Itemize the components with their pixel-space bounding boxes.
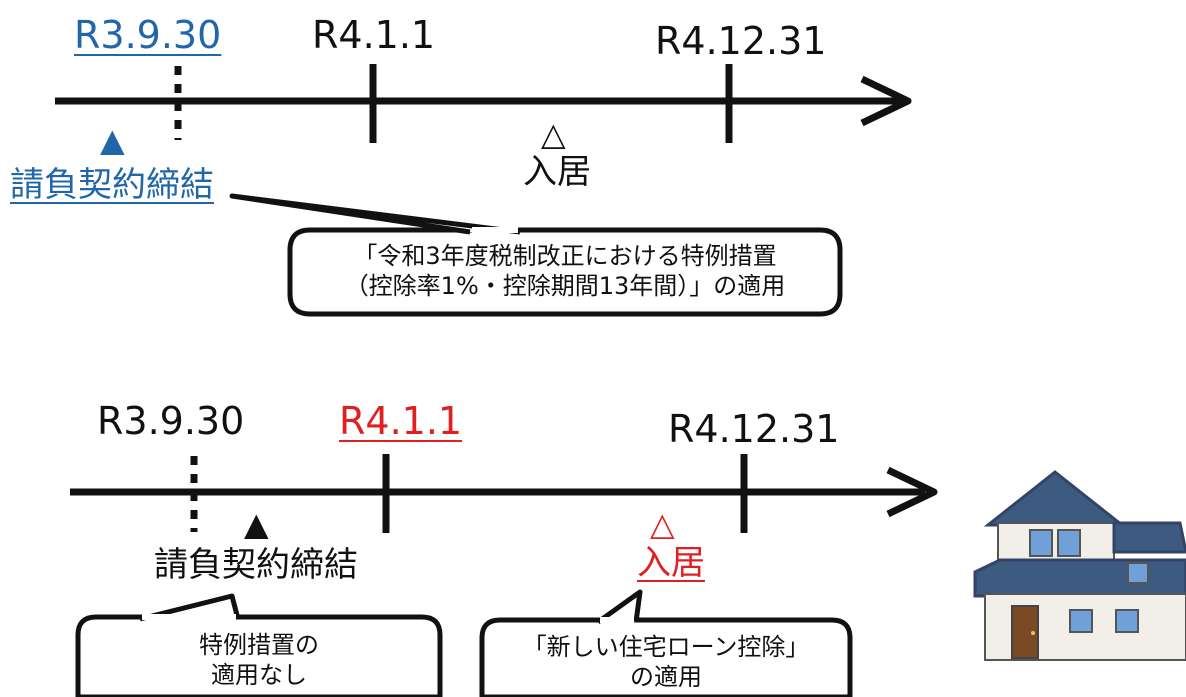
top-timeline: [55, 64, 912, 143]
bottom-movein-marker: △: [650, 505, 675, 543]
bottom-movein-label: 入居: [637, 543, 705, 583]
top-contract-label: 請負契約締結: [10, 165, 214, 205]
house-illustration: [973, 470, 1186, 661]
top-movein-label: 入居: [523, 152, 591, 192]
top-movein-marker: △: [541, 115, 566, 153]
bottom-date-end: R4.12.31: [668, 407, 840, 451]
top-contract-marker: ▲: [100, 121, 125, 159]
bottom-left-callout-text: 特例措置の 適用なし: [80, 630, 438, 690]
bottom-contract-marker: ▲: [244, 505, 269, 543]
bottom-timeline: [70, 454, 938, 533]
bottom-right-callout-line1: 「新しい住宅ローン控除」: [522, 633, 810, 661]
top-callout-line2: （控除率1%・控除期間13年間）」の適用: [344, 272, 786, 300]
bottom-left-callout-line1: 特例措置の: [199, 631, 319, 659]
top-callout-line1: 「令和3年度税制改正における特例措置: [353, 242, 777, 270]
top-date-contract: R3.9.30: [74, 13, 222, 57]
top-callout-text: 「令和3年度税制改正における特例措置 （控除率1%・控除期間13年間）」の適用: [295, 241, 835, 301]
top-callout-bubble: [229, 193, 843, 317]
bottom-right-callout-text: 「新しい住宅ローン控除」 の適用: [484, 632, 848, 692]
top-date-end: R4.12.31: [655, 19, 827, 63]
bottom-right-callout-line2: の適用: [630, 663, 702, 691]
top-date-start: R4.1.1: [312, 13, 436, 57]
top-timeline-arrowhead: [860, 75, 912, 127]
bottom-date-start: R4.1.1: [339, 399, 463, 443]
bottom-date-contract: R3.9.30: [97, 399, 245, 443]
bottom-contract-label: 請負契約締結: [154, 545, 358, 585]
bottom-left-callout-line2: 適用なし: [211, 661, 307, 689]
bottom-left-callout-bubble: [75, 593, 443, 697]
bottom-timeline-arrowhead: [886, 466, 938, 518]
bottom-right-callout-bubble: [479, 589, 853, 697]
